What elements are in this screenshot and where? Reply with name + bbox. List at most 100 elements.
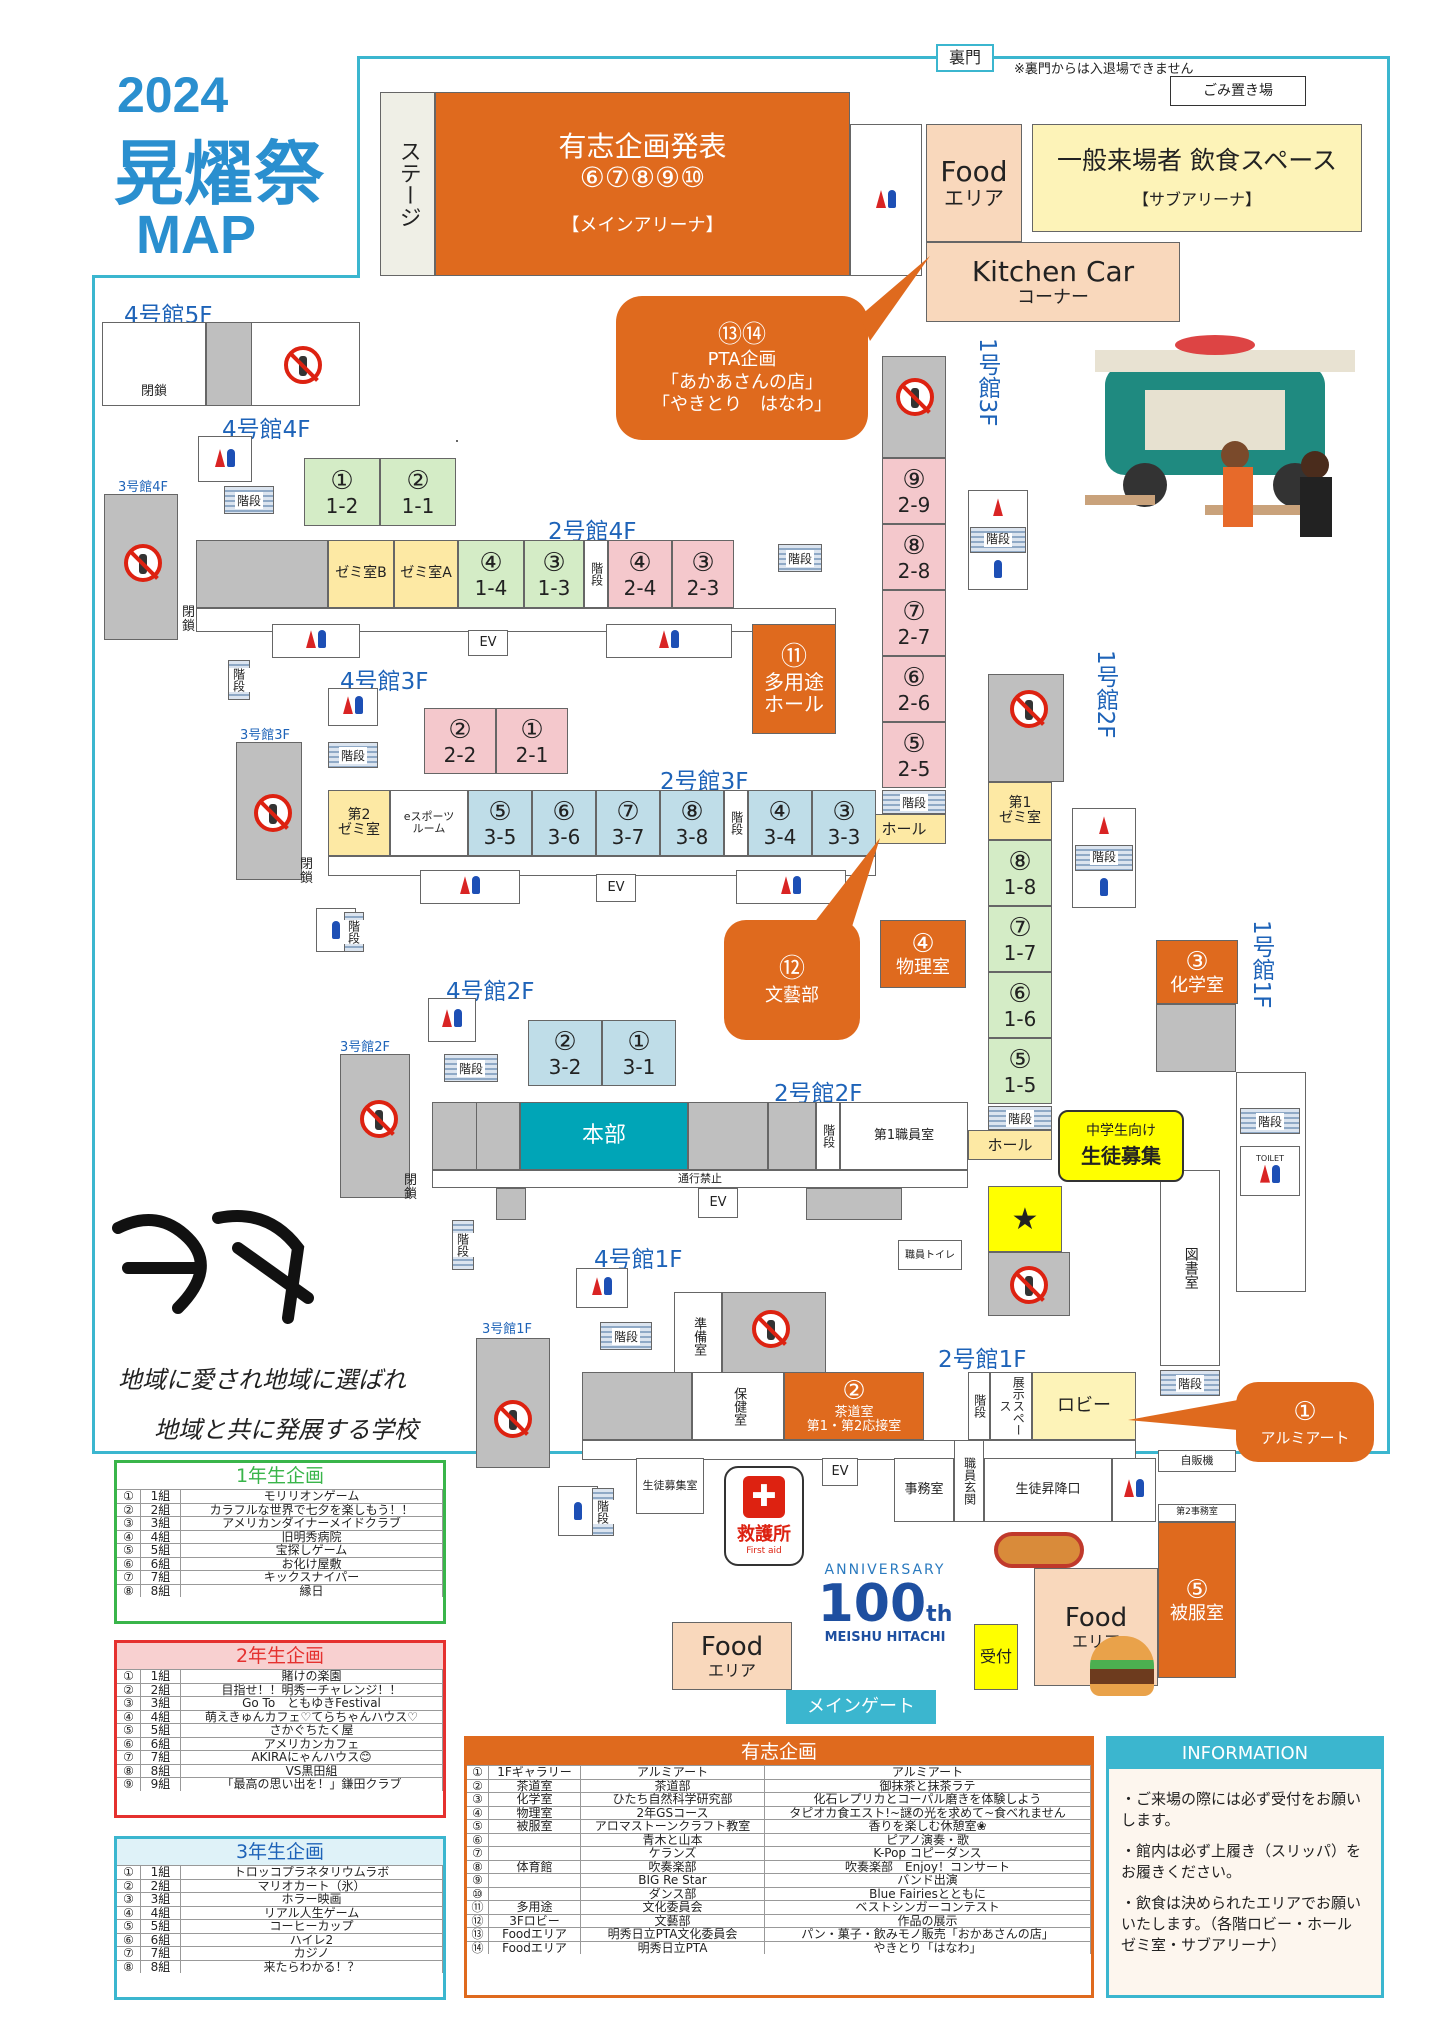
table-cell: ⑧ — [117, 1584, 141, 1597]
pta-l2: 「やきとり はなわ」 — [652, 394, 832, 416]
b2-3f-stairs[interactable]: 階段 — [724, 790, 748, 856]
table-cell: ⑤ — [117, 1920, 141, 1933]
no-entry-icon — [284, 346, 322, 384]
table-cell: ⑫ — [467, 1914, 489, 1927]
b2-4f-stairs[interactable]: 階段 — [584, 540, 608, 608]
b1-1f-stairs[interactable]: 階段 — [1240, 1108, 1300, 1134]
seminar-2[interactable]: 第2 ゼミ室 — [328, 790, 390, 856]
b3-3f-stairs[interactable]: 階段 — [343, 912, 365, 952]
table-cell: 4組 — [141, 1530, 181, 1543]
seminar-1[interactable]: 第1 ゼミ室 — [988, 782, 1052, 840]
b2-2f-s1 — [496, 1188, 526, 1220]
seminar-b[interactable]: ゼミ室B — [328, 540, 394, 608]
b1-2f-stairs[interactable]: 階段 — [988, 1106, 1052, 1130]
food-sub: エリア — [944, 186, 1004, 211]
b4-4f-stairs[interactable]: 階段 — [224, 486, 274, 514]
b3-2f-stairs[interactable]: 階段 — [452, 1220, 474, 1270]
b2-2f-stairs[interactable]: 階段 — [816, 1102, 840, 1170]
health-room[interactable]: 保健室 — [692, 1372, 784, 1440]
table-cell: 吹奏楽部 Enjoy！コンサート — [765, 1860, 1091, 1873]
table-cell: VS黒田組 — [181, 1764, 443, 1777]
b2-4f-west-stairs[interactable]: 階段 — [228, 660, 250, 700]
table-cell: 茶道部 — [581, 1779, 765, 1792]
b2-1f-stairs[interactable]: 階段 — [968, 1372, 990, 1440]
office[interactable]: 事務室 — [894, 1458, 954, 1522]
b4-2f-stairs[interactable]: 階段 — [444, 1054, 498, 1082]
main-gate: メインゲート — [786, 1690, 936, 1724]
b1-3f-stairs[interactable]: 階段 — [882, 790, 946, 814]
display-space[interactable]: 展示スペース — [990, 1372, 1032, 1440]
staff-entrance[interactable]: 職員玄関 — [954, 1440, 984, 1522]
library-stairs[interactable]: 階段 — [1160, 1370, 1220, 1396]
b2-4f-east-stairs[interactable]: 階段 — [778, 544, 822, 572]
library[interactable]: 図書室 — [1160, 1170, 1220, 1366]
anniv-name: MEISHU HITACHI — [824, 1630, 946, 1645]
b4-3f-stairs[interactable]: 階段 — [328, 742, 378, 768]
table-cell: 縁日 — [181, 1584, 443, 1597]
esports-room[interactable]: eスポーツ ルーム — [390, 790, 468, 856]
recruit-star[interactable]: ★ — [988, 1186, 1062, 1252]
b4-1f-stairs[interactable]: 階段 — [600, 1322, 652, 1350]
table-cell: 7組 — [141, 1947, 181, 1960]
student-entrance[interactable]: 生徒昇降口 — [984, 1458, 1112, 1522]
b3-1f-stairs[interactable]: 階段 — [592, 1488, 614, 1536]
arena-nums: ⑥⑦⑧⑨⑩ — [579, 161, 706, 195]
slogan-l2: 地域と共に発展する学校 — [154, 1416, 418, 1444]
reception[interactable]: 受付 — [974, 1624, 1018, 1690]
b1-2f-hall[interactable]: ホール — [968, 1130, 1052, 1160]
b2-3f-toilet-1 — [420, 870, 520, 904]
seminar-a[interactable]: ゼミ室A — [394, 540, 458, 608]
staff-room-1[interactable]: 第1職員室 — [840, 1102, 968, 1170]
kitchen-label: Kitchen Car — [971, 254, 1135, 288]
first-aid-bubble: ✚ 救護所 First aid — [724, 1466, 804, 1566]
b2-2f-w2 — [476, 1102, 520, 1170]
lobby[interactable]: ロビー — [1032, 1372, 1136, 1440]
honbu[interactable]: 本部 — [520, 1102, 688, 1170]
b1-3f-hall[interactable]: ホール — [862, 814, 946, 844]
recruit-room[interactable]: 生徒募集室 — [636, 1458, 704, 1514]
prep-room[interactable]: 準備室 — [674, 1292, 722, 1380]
no-entry-icon — [1010, 1266, 1048, 1304]
